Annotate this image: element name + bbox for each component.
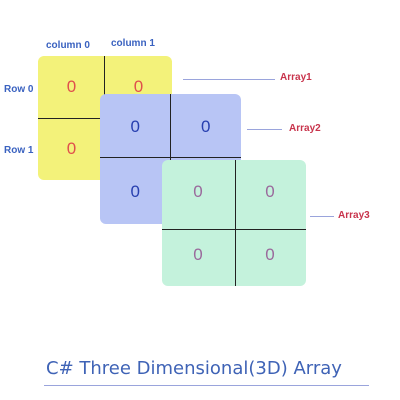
array3-cell-r0-c1: 0 xyxy=(265,181,275,201)
column-label-0: column 0 xyxy=(46,40,90,51)
array2-horizontal-divider xyxy=(100,157,241,158)
array1-cell-r1-c0: 0 xyxy=(66,139,77,158)
array2-label: Array2 xyxy=(289,123,321,134)
array2-pointer-line xyxy=(247,129,282,130)
array2-cell-r0-c0: 0 xyxy=(130,116,140,136)
array3-cell-r1-c1: 0 xyxy=(265,244,275,264)
array2-cell-r0-c1: 0 xyxy=(201,116,211,136)
array3-pointer-line xyxy=(310,216,334,217)
array3-cell-r1-c0: 0 xyxy=(193,244,203,264)
array3-label: Array3 xyxy=(338,210,370,221)
caption-underline xyxy=(44,385,369,386)
array1-cell-r0-c0: 0 xyxy=(66,77,77,96)
row-label-0: Row 0 xyxy=(4,84,34,95)
array1-cell-r0-c1: 0 xyxy=(133,77,144,96)
array3-cell-r0-c0: 0 xyxy=(193,181,203,201)
column-label-1: column 1 xyxy=(111,38,155,49)
row-label-1: Row 1 xyxy=(4,145,34,156)
array1-label: Array1 xyxy=(280,72,312,83)
array3-horizontal-divider xyxy=(162,229,306,230)
array3-grid: 0 0 0 0 xyxy=(162,160,306,286)
diagram-caption: C# Three Dimensional(3D) Array xyxy=(46,358,342,379)
array2-cell-r1-c0: 0 xyxy=(130,181,140,201)
array3-vertical-divider xyxy=(235,160,236,286)
array2-vertical-divider xyxy=(170,94,171,224)
array1-pointer-line xyxy=(183,79,275,80)
